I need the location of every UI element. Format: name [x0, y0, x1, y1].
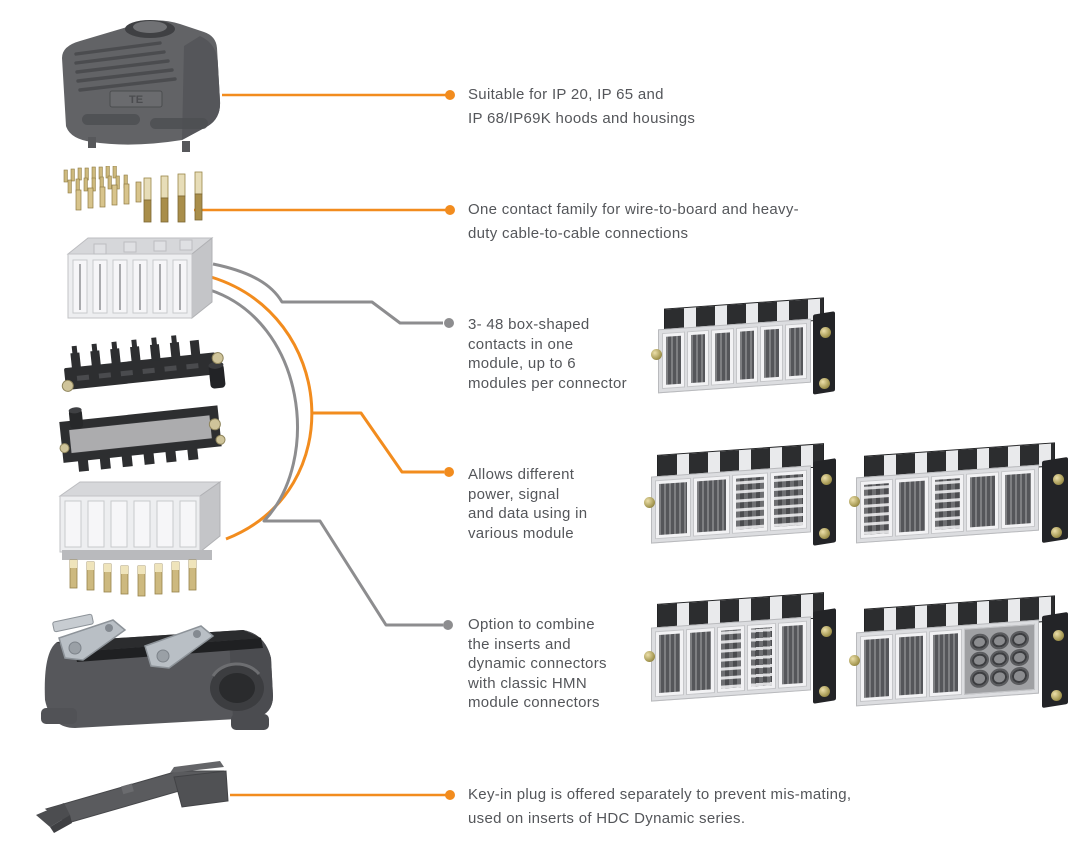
round-contact-tube	[1010, 648, 1029, 668]
module-cell-slot	[735, 326, 758, 384]
module-cell-pins	[930, 473, 965, 534]
product-six-slot-module	[651, 297, 835, 403]
fixing-screw	[1050, 689, 1062, 701]
fixing-screw	[644, 497, 655, 509]
hood-illustration: TE	[32, 6, 237, 156]
dynamic-module-illustration	[60, 226, 220, 326]
callout-dot-key-in	[445, 790, 455, 800]
round-contact-tube	[990, 649, 1010, 669]
callout-text-box-contacts: 3- 48 box-shaped contacts in one module,…	[468, 316, 627, 392]
module-body	[650, 616, 811, 702]
module-cell-pins	[731, 472, 769, 535]
module-cell-tubes	[964, 624, 1035, 695]
module-body	[650, 465, 811, 544]
callout-dot-hoods	[445, 90, 455, 100]
fixing-screw	[849, 496, 860, 508]
callout-text-contact-family: One contact family for wire-to-board and…	[468, 201, 799, 242]
module-cell-slot	[895, 475, 929, 537]
hinged-frame-lower-illustration	[50, 402, 235, 477]
fixing-screw	[651, 349, 662, 360]
round-contact-tube	[970, 669, 990, 689]
callout-text-combine-hmn: Option to combine the inserts and dynami…	[468, 616, 607, 711]
module-cell-slot	[710, 328, 734, 386]
module-cell-pins	[860, 478, 894, 539]
fixing-screw	[821, 625, 833, 637]
fixing-screw	[819, 528, 831, 540]
module-cell-pins	[747, 622, 776, 691]
locking-lever-right	[144, 625, 215, 669]
insert-with-contacts-illustration	[50, 474, 240, 599]
fixing-screw	[820, 327, 832, 338]
module-cell-pins	[716, 625, 746, 693]
callout-dot-box-contacts	[444, 318, 454, 328]
fixing-screw	[1050, 526, 1062, 538]
callout-dot-mixed-modules	[444, 467, 454, 477]
module-cell-pins	[770, 469, 807, 532]
hood-logo-text: TE	[129, 94, 143, 106]
fixing-screw	[1052, 629, 1064, 641]
product-combined-dynamic-hmn	[849, 595, 1068, 717]
module-cell-slot	[654, 477, 692, 540]
callout-text-key-in-plug: Key-in plug is offered separately to pre…	[468, 786, 852, 827]
fixing-screw	[818, 378, 830, 389]
callout-text-mixed-modules: Allows different power, signal and data …	[468, 466, 588, 542]
module-cell-slot	[1001, 468, 1035, 529]
module-cell-slot	[966, 470, 1000, 532]
callout-dot-combine-hmn	[443, 620, 453, 630]
module-cell-slot	[860, 633, 893, 702]
fixing-screw	[849, 654, 860, 666]
fixing-screw	[644, 650, 655, 662]
round-contact-tube	[970, 651, 990, 670]
round-contact-tube	[1010, 666, 1029, 686]
round-contact-tube	[970, 633, 990, 652]
round-contact-tube	[990, 668, 1010, 687]
callout-text-hoods-housings: Suitable for IP 20, IP 65 and IP 68/IP69…	[468, 86, 696, 127]
key-in-plug-illustration	[28, 745, 238, 840]
round-contact-tube	[990, 631, 1010, 651]
fixing-screw	[821, 474, 833, 486]
module-cell-slot	[654, 629, 684, 698]
module-cell-slot	[777, 620, 807, 689]
module-cell-slot	[693, 475, 730, 537]
product-five-module-mixed	[849, 442, 1068, 552]
fixing-screw	[1052, 473, 1064, 485]
module-cell-slot	[685, 627, 715, 695]
crimp-contacts-illustration	[62, 166, 217, 236]
module-body	[856, 464, 1039, 543]
module-cell-slot	[661, 331, 685, 390]
module-body	[657, 318, 811, 394]
module-cell-slot	[759, 324, 783, 383]
hinged-frame-upper-illustration	[50, 326, 235, 404]
module-cell-slot	[929, 629, 963, 697]
product-four-module-mixed	[644, 443, 836, 554]
module-cell-slot	[894, 631, 928, 700]
module-cell-slot	[784, 322, 807, 381]
module-cell-slot	[686, 329, 709, 388]
housing-illustration	[25, 580, 285, 735]
module-body	[856, 619, 1039, 707]
product-five-module-dynamic	[644, 592, 836, 713]
round-contact-tube	[1010, 630, 1029, 649]
fixing-screw	[819, 685, 831, 697]
locking-lever-left	[52, 613, 127, 661]
callout-dot-contact-family	[445, 205, 455, 215]
